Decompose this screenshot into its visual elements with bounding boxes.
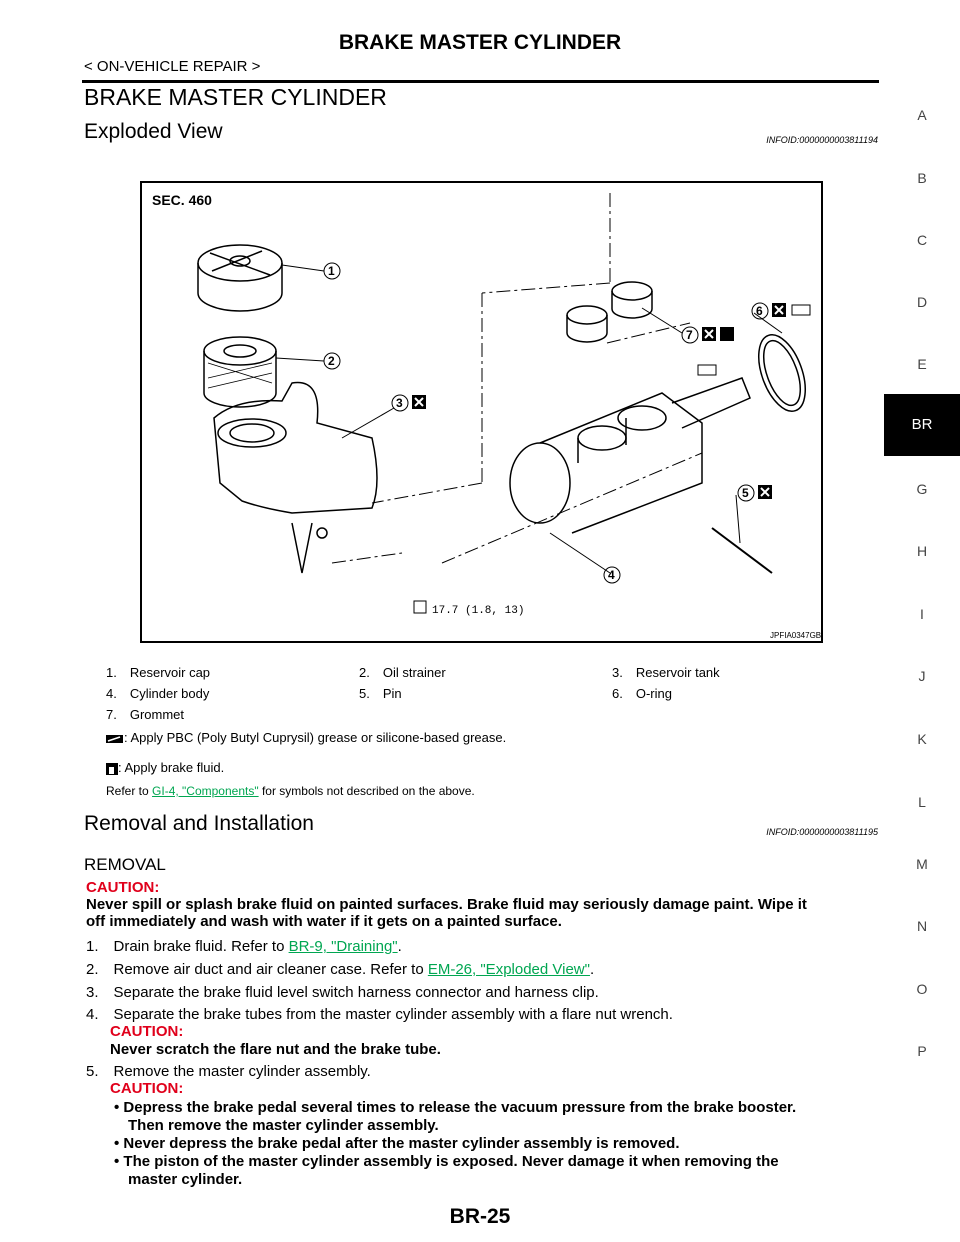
callout-leaders [275, 264, 783, 574]
tab-b[interactable]: B [917, 170, 927, 186]
page-header-title: BRAKE MASTER CYLINDER [338, 31, 622, 54]
step-5-bullet-1a: • Depress the brake pedal several times … [114, 1099, 797, 1116]
gi-4-components-link[interactable]: GI-4, "Components" [152, 784, 259, 798]
step-4-caution-label: CAUTION: [110, 1023, 184, 1040]
step-2: 2. Remove air duct and air cleaner case.… [86, 961, 594, 978]
removal-heading: Removal and Installation [84, 812, 314, 835]
refer-suffix: for symbols not described on the above. [258, 784, 475, 798]
callout-3: 3 [396, 396, 403, 410]
step-1-end: . [397, 938, 402, 955]
oil-strainer-shape [203, 336, 277, 408]
step-4-caution-text: Never scratch the flare nut and the brak… [110, 1041, 441, 1058]
part-2: 2. Oil strainer [359, 665, 446, 680]
master-cylinder-illustration: SEC. 460 [152, 192, 821, 640]
section-title: BRAKE MASTER CYLINDER [84, 84, 387, 110]
reservoir-tank-shape [213, 381, 378, 574]
image-code: JPFIA0347GB [770, 631, 821, 640]
tab-m[interactable]: M [916, 856, 928, 872]
brake-fluid-icon [106, 762, 118, 775]
caution-label: CAUTION: [86, 879, 160, 896]
o-ring-shape [758, 334, 806, 412]
step-4: 4. Separate the brake tubes from the mas… [86, 1006, 673, 1023]
callout-4: 4 [608, 568, 615, 582]
tab-n[interactable]: N [916, 918, 928, 934]
step-5-bullet-3a: • The piston of the master cylinder asse… [114, 1153, 779, 1170]
part-4: 4. Cylinder body [106, 686, 210, 701]
part-1: 1. Reservoir cap [106, 665, 211, 680]
callout-1: 1 [328, 264, 335, 278]
tab-d[interactable]: D [916, 294, 928, 310]
page-header-subtitle: < ON-VEHICLE REPAIR > [84, 58, 261, 75]
refer-note: Refer to GI-4, "Components" for symbols … [106, 784, 475, 798]
pin-shape [711, 527, 773, 574]
part-6: 6. O-ring [612, 686, 672, 701]
section-index-tabs: A B C D E BR G H I J K L M N O P [884, 0, 960, 1242]
note-fluid: : Apply brake fluid. [106, 760, 224, 775]
header-divider [82, 80, 879, 83]
step-5-caution-label: CAUTION: [110, 1080, 184, 1097]
removal-subheading: REMOVAL [84, 855, 166, 874]
tab-k[interactable]: K [917, 731, 927, 747]
part-7: 7. Grommet [106, 707, 185, 722]
tab-e[interactable]: E [917, 356, 927, 372]
torque-label: 17.7 (1.8, 13) [413, 600, 524, 617]
caution-text-2: off immediately and wash with water if i… [86, 913, 562, 930]
note-grease: : Apply PBC (Poly Butyl Cuprysil) grease… [106, 730, 506, 745]
step-2-end: . [589, 961, 595, 978]
callout-5: 5 [742, 486, 749, 500]
refer-prefix: Refer to [106, 784, 153, 798]
step-3: 3. Separate the brake fluid level switch… [86, 984, 599, 1001]
step-2-text: 2. Remove air duct and air cleaner case.… [86, 961, 428, 978]
step-5-bullet-2: • Never depress the brake pedal after th… [114, 1135, 680, 1152]
em-26-exploded-view-link[interactable]: EM-26, "Exploded View" [427, 961, 590, 978]
exploded-view-diagram: SEC. 460 [140, 181, 823, 643]
page-number: BR-25 [449, 1205, 511, 1228]
assembly-lines [331, 193, 703, 564]
exploded-view-infoid: INFOID:0000000003811194 [766, 135, 878, 145]
step-5: 5. Remove the master cylinder assembly. [86, 1063, 371, 1080]
callout-2: 2 [328, 354, 335, 368]
torque-value: 17.7 (1.8, 13) [432, 605, 524, 617]
caution-text-1: Never spill or splash brake fluid on pai… [86, 896, 807, 913]
removal-infoid: INFOID:0000000003811195 [766, 827, 878, 837]
part-3: 3. Reservoir tank [612, 665, 720, 680]
tab-a[interactable]: A [917, 107, 927, 123]
tab-o[interactable]: O [916, 981, 928, 997]
tab-br[interactable]: BR [884, 394, 960, 456]
note-fluid-text: : Apply brake fluid. [118, 760, 225, 775]
cylinder-body-shape [509, 377, 751, 534]
reservoir-cap-shape [197, 244, 283, 312]
tab-g[interactable]: G [916, 481, 928, 497]
tab-c[interactable]: C [916, 232, 928, 248]
step-1: 1. Drain brake fluid. Refer to BR-9, "Dr… [86, 938, 402, 955]
callout-numbers: 1 2 3 4 5 6 7 [323, 262, 811, 584]
diagram-sec-label: SEC. 460 [152, 192, 212, 208]
part-5: 5. Pin [359, 686, 402, 701]
callout-6: 6 [756, 304, 763, 318]
exploded-view-heading: Exploded View [84, 120, 223, 143]
tab-l[interactable]: L [918, 794, 926, 810]
callout-7: 7 [686, 328, 693, 342]
grease-icon [106, 734, 123, 743]
note-grease-text: : Apply PBC (Poly Butyl Cuprysil) grease… [124, 730, 507, 745]
tab-h[interactable]: H [916, 543, 928, 559]
tab-j[interactable]: J [918, 668, 926, 684]
tab-i[interactable]: I [920, 606, 924, 622]
tab-p[interactable]: P [917, 1043, 927, 1059]
step-5-bullet-3b: master cylinder. [128, 1171, 243, 1188]
grommets-shape [566, 281, 653, 343]
step-5-bullet-1b: Then remove the master cylinder assembly… [128, 1117, 439, 1134]
br-9-draining-link[interactable]: BR-9, "Draining" [288, 938, 398, 955]
step-1-text: 1. Drain brake fluid. Refer to [86, 938, 289, 955]
